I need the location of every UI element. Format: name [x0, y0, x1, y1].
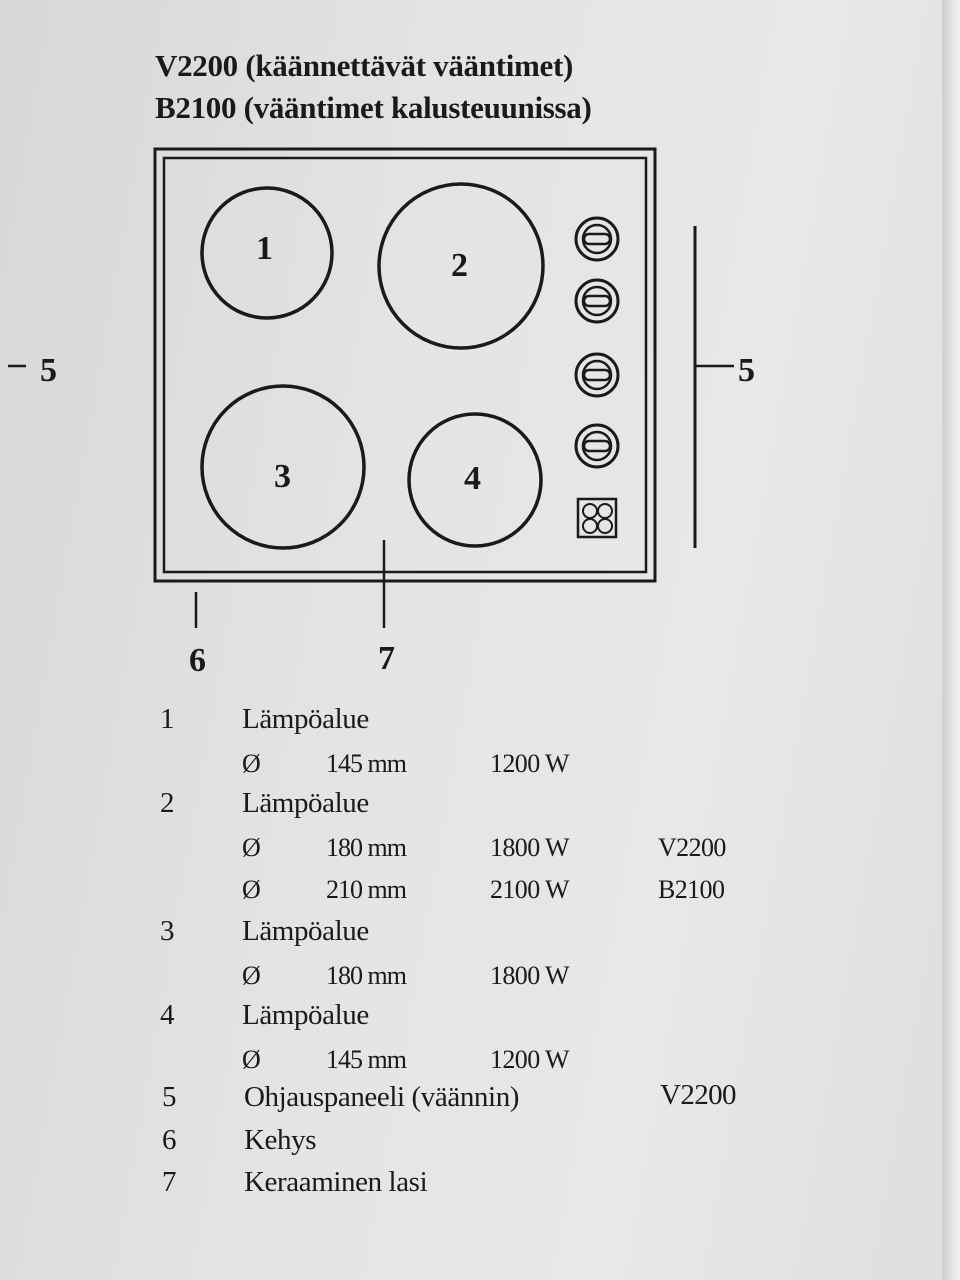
- zone-1-label: 1: [256, 230, 273, 267]
- legend-name: Lämpöalue: [242, 999, 369, 1031]
- legend-name: Keraaminen lasi: [244, 1166, 428, 1198]
- knob-icon-4: [574, 423, 620, 469]
- power-value: 1200 W: [490, 749, 570, 778]
- diameter-symbol: Ø: [242, 875, 261, 904]
- legend-name: Lämpöalue: [242, 915, 369, 947]
- heading-v2200: V2200 (käännettävät vääntimet): [155, 48, 574, 83]
- model-value: B2100: [658, 875, 725, 904]
- knob-icon-1: [574, 216, 620, 262]
- heading-b2100: B2100 (vääntimet kalusteuunissa): [155, 90, 592, 125]
- model-value: V2200: [658, 833, 726, 862]
- diameter-symbol: Ø: [242, 1045, 261, 1074]
- legend-num: 3: [160, 915, 175, 947]
- legend-num: 2: [160, 787, 175, 819]
- diameter-value: 210 mm: [326, 875, 407, 904]
- knob-icon-2: [574, 278, 620, 324]
- zone-2-circle: [377, 182, 545, 350]
- legend-num: 4: [160, 999, 175, 1031]
- legend-name: Lämpöalue: [242, 787, 369, 819]
- callout-7-label: 7: [378, 640, 395, 677]
- knob-icon-3: [574, 352, 620, 398]
- callout-6-label: 6: [189, 642, 206, 679]
- model-value: V2200: [660, 1079, 737, 1111]
- diameter-symbol: Ø: [242, 833, 261, 862]
- legend-num: 1: [160, 703, 175, 735]
- diameter-value: 145 mm: [326, 1045, 407, 1074]
- diameter-value: 145 mm: [326, 749, 407, 778]
- zone-3-label: 3: [274, 458, 291, 495]
- zone-4-label: 4: [464, 460, 481, 497]
- callout-5-right-label: 5: [738, 352, 755, 389]
- legend-name: Ohjauspaneeli (väännin): [244, 1081, 520, 1113]
- power-value: 1200 W: [490, 1045, 570, 1074]
- hob-glass-edge: [162, 156, 648, 574]
- zone-3-circle: [200, 384, 366, 550]
- legend-num: 6: [162, 1124, 177, 1156]
- legend-num: 5: [162, 1081, 177, 1113]
- legend-num: 7: [162, 1166, 177, 1198]
- power-value: 1800 W: [490, 961, 570, 990]
- hob-frame: [153, 147, 657, 583]
- zone-1-circle: [200, 186, 334, 320]
- diameter-value: 180 mm: [326, 961, 407, 990]
- zone-indicator-icon: [576, 497, 618, 539]
- zone-2-label: 2: [451, 247, 468, 284]
- callout-5-left-label: 5: [40, 352, 57, 389]
- zone-4-circle: [407, 412, 543, 548]
- power-value: 1800 W: [490, 833, 570, 862]
- legend-name: Lämpöalue: [242, 703, 369, 735]
- hob-diagram: [8, 147, 734, 628]
- diameter-symbol: Ø: [242, 961, 261, 990]
- diameter-symbol: Ø: [242, 749, 261, 778]
- page-edge: [942, 0, 960, 1280]
- power-value: 2100 W: [490, 875, 570, 904]
- legend-name: Kehys: [244, 1124, 317, 1156]
- diameter-value: 180 mm: [326, 833, 407, 862]
